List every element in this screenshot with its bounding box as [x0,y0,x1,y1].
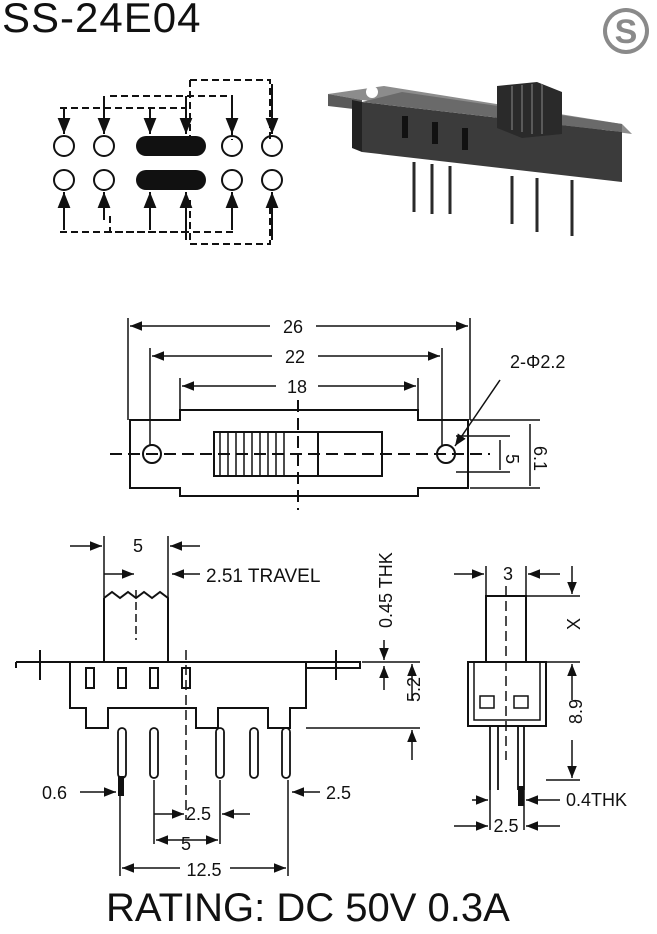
dim-2-5-side: 2.5 [493,816,518,836]
dim-5-top: 5 [133,536,143,556]
pin-thickness-marker [118,776,124,796]
dim-0-6: 0.6 [42,783,67,803]
dim-holes: 2-Φ2.2 [510,352,565,372]
circuit-schematic [53,79,283,245]
dim-12-5: 12.5 [186,860,221,880]
top-view [110,318,540,510]
contact-bar-lower [136,170,206,190]
dim-x: X [564,618,584,630]
product-photo [328,82,632,236]
dim-2-5-mid: 2.5 [186,804,211,824]
front-view [15,536,420,876]
dim-2-5-right: 2.5 [326,783,351,803]
dim-18: 18 [287,377,307,397]
dim-thk04: 0.4THK [566,790,627,810]
side-view [454,566,580,831]
side-pin-marker [518,786,524,806]
logo-letter: S [615,13,638,51]
dim-22: 22 [285,347,305,367]
dim-thk045: 0.45 THK [376,552,396,628]
dim-8-9: 8.9 [566,699,586,724]
dim-5-2: 5.2 [404,677,424,702]
dim-3: 3 [503,564,513,584]
rating-text: RATING: DC 50V 0.3A [106,886,510,930]
dim-26: 26 [283,317,303,337]
dim-6-1: 6.1 [530,446,550,471]
brand-logo: S [603,8,649,54]
dim-5-bottom: 5 [181,834,191,854]
dim-travel: 2.51 TRAVEL [206,566,320,587]
dim-5-right: 5 [502,454,522,464]
contact-bar-upper [136,136,206,156]
part-number-title: SS-24E04 [2,0,202,41]
